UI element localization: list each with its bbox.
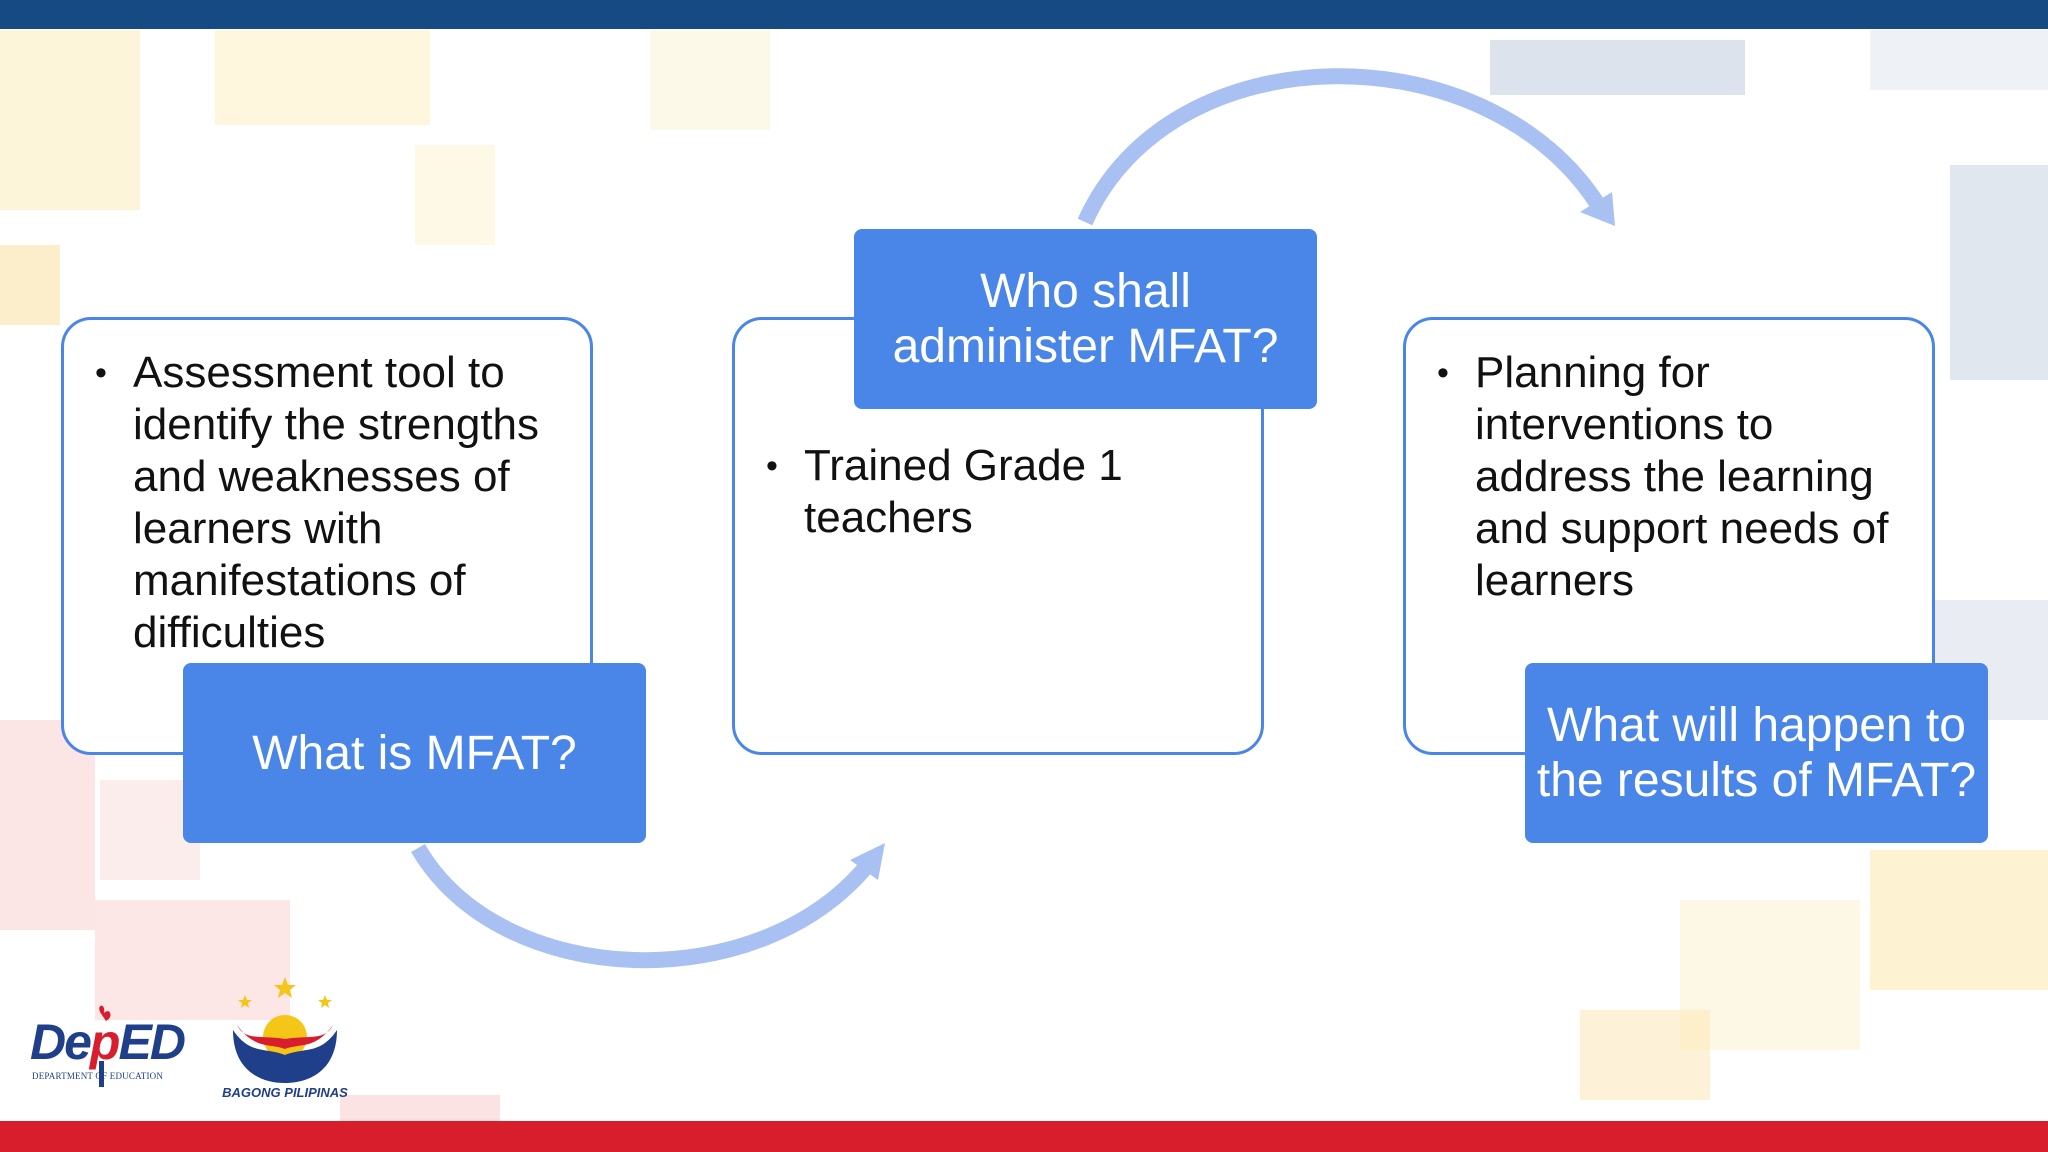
bagong-pilipinas-text: BAGONG PILIPINAS	[222, 1085, 348, 1100]
bottom-footer-bar	[0, 1121, 2048, 1152]
card-bullet-item: Trained Grade 1 teachers	[766, 440, 1206, 544]
top-header-bar	[0, 0, 2048, 29]
card-bullet-item: Planning for interventions to address th…	[1437, 347, 1907, 607]
card-bullet-list: Assessment tool to identify the strength…	[95, 347, 575, 659]
arrow-head-bottom	[850, 843, 885, 880]
deped-logo: DepED DEPARTMENT OF EDUCATION	[30, 1003, 190, 1089]
arrow-head-top	[1580, 192, 1615, 226]
card-bullet-item: Assessment tool to identify the strength…	[95, 347, 575, 659]
bagong-pilipinas-logo: BAGONG PILIPINAS	[215, 975, 355, 1100]
card-bullet-list: Planning for interventions to address th…	[1437, 347, 1907, 607]
arrow-curve-top	[1077, 68, 1607, 226]
label-what-is-mfat: What is MFAT?	[183, 663, 646, 843]
card-bullet-list: Trained Grade 1 teachers	[766, 440, 1206, 544]
label-what-will-happen: What will happen to the results of MFAT?	[1525, 663, 1988, 843]
deped-subtitle: DEPARTMENT OF EDUCATION	[32, 1071, 164, 1081]
arrow-curve-bottom	[411, 843, 877, 969]
label-who-shall-administer: Who shall administer MFAT?	[854, 229, 1317, 409]
